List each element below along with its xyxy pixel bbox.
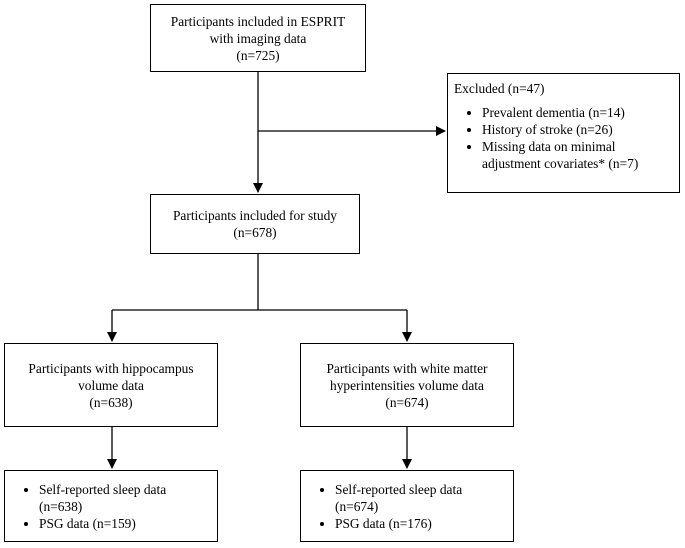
hippocampus-sleep-list: Self-reported sleep data (n=638) PSG dat… bbox=[11, 481, 211, 532]
box-text-line: Participants included for study bbox=[172, 208, 337, 223]
box-excluded: Excluded (n=47) Prevalent dementia (n=14… bbox=[447, 73, 680, 193]
box-text-line: hyperintensities volume data bbox=[330, 377, 484, 393]
list-item: Prevalent dementia (n=14) bbox=[482, 104, 673, 121]
box-participants-esprit: Participants included in ESPRIT with ima… bbox=[150, 4, 366, 72]
box-text-line: volume data bbox=[78, 377, 144, 393]
box-hippocampus-volume: Participants with hippocampus volume dat… bbox=[4, 343, 218, 427]
excluded-list: Prevalent dementia (n=14) History of str… bbox=[454, 104, 673, 172]
list-item: Self-reported sleep data (n=674) bbox=[335, 481, 507, 515]
box-count: (n=674) bbox=[385, 394, 429, 410]
list-item: Missing data on minimal adjustment covar… bbox=[482, 138, 673, 172]
box-participants-study: Participants included for study (n=678) bbox=[150, 194, 360, 254]
box-text-line: Participants with white matter bbox=[326, 360, 488, 376]
box-wmh-sleep: Self-reported sleep data (n=674) PSG dat… bbox=[300, 470, 514, 542]
list-item: PSG data (n=176) bbox=[335, 515, 507, 532]
box-count: (n=725) bbox=[236, 47, 280, 63]
box-hippocampus-sleep: Self-reported sleep data (n=638) PSG dat… bbox=[4, 470, 218, 542]
wmh-sleep-list: Self-reported sleep data (n=674) PSG dat… bbox=[307, 481, 507, 532]
box-count: (n=638) bbox=[89, 394, 133, 410]
box-count: (n=678) bbox=[233, 225, 277, 240]
list-item: History of stroke (n=26) bbox=[482, 121, 673, 138]
box-text-line: Participants included in ESPRIT bbox=[170, 13, 346, 29]
list-item: Self-reported sleep data (n=638) bbox=[39, 481, 211, 515]
box-text-line: Participants with hippocampus bbox=[28, 360, 194, 376]
box-text-line: with imaging data bbox=[209, 30, 307, 46]
box-wmh-volume: Participants with white matter hyperinte… bbox=[300, 343, 514, 427]
list-item: PSG data (n=159) bbox=[39, 515, 211, 532]
excluded-title: Excluded (n=47) bbox=[454, 81, 545, 96]
